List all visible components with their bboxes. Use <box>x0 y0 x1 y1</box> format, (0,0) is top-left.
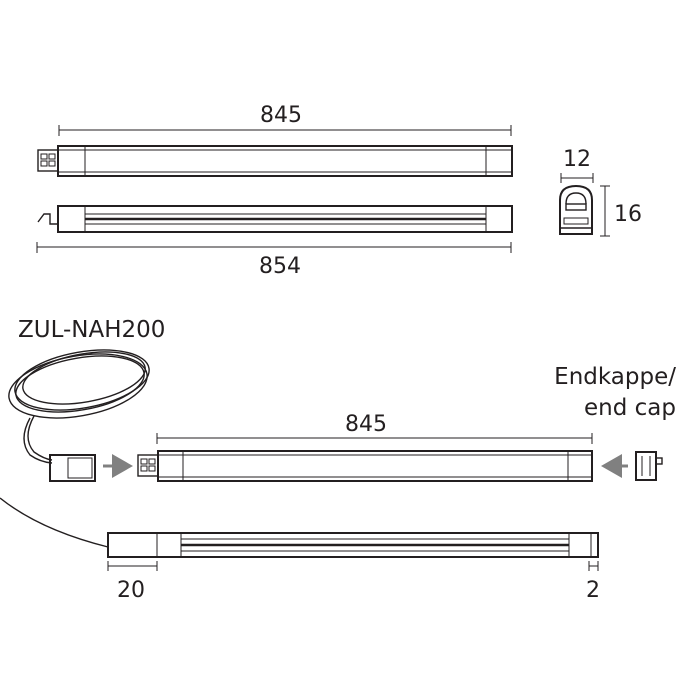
assembly-profile: 845 Endkappe/ end cap <box>103 364 676 482</box>
profile-side-view: 854 <box>36 205 513 279</box>
cable-label: ZUL-NAH200 <box>18 317 165 343</box>
assembly-led-profile-side <box>107 532 599 558</box>
assembly-led-profile <box>157 450 593 482</box>
cable-connector-plug <box>49 454 96 482</box>
dimension-label-845-top: 845 <box>260 103 302 128</box>
led-profile-side <box>57 205 513 233</box>
endcap-label-line1: Endkappe/ <box>554 364 676 390</box>
end-cap <box>635 451 663 481</box>
dimension-label-20: 20 <box>117 578 145 603</box>
profile-top-view: 845 <box>37 103 513 177</box>
profile-section-shape <box>559 184 593 235</box>
dimension-label-2: 2 <box>586 578 600 603</box>
dimension-label-width-12: 12 <box>563 147 591 172</box>
endcap-label-line2: end cap <box>584 395 676 421</box>
dimension-label-854: 854 <box>259 254 301 279</box>
dimension-label-height-16: 16 <box>614 202 642 227</box>
dimension-label-845-assembly: 845 <box>345 412 387 437</box>
led-profile <box>57 145 513 177</box>
assembly-side-view: 20 2 <box>107 532 600 603</box>
connection-cable: ZUL-NAH200 <box>0 317 165 548</box>
profile-cross-section: 12 16 <box>559 147 642 237</box>
